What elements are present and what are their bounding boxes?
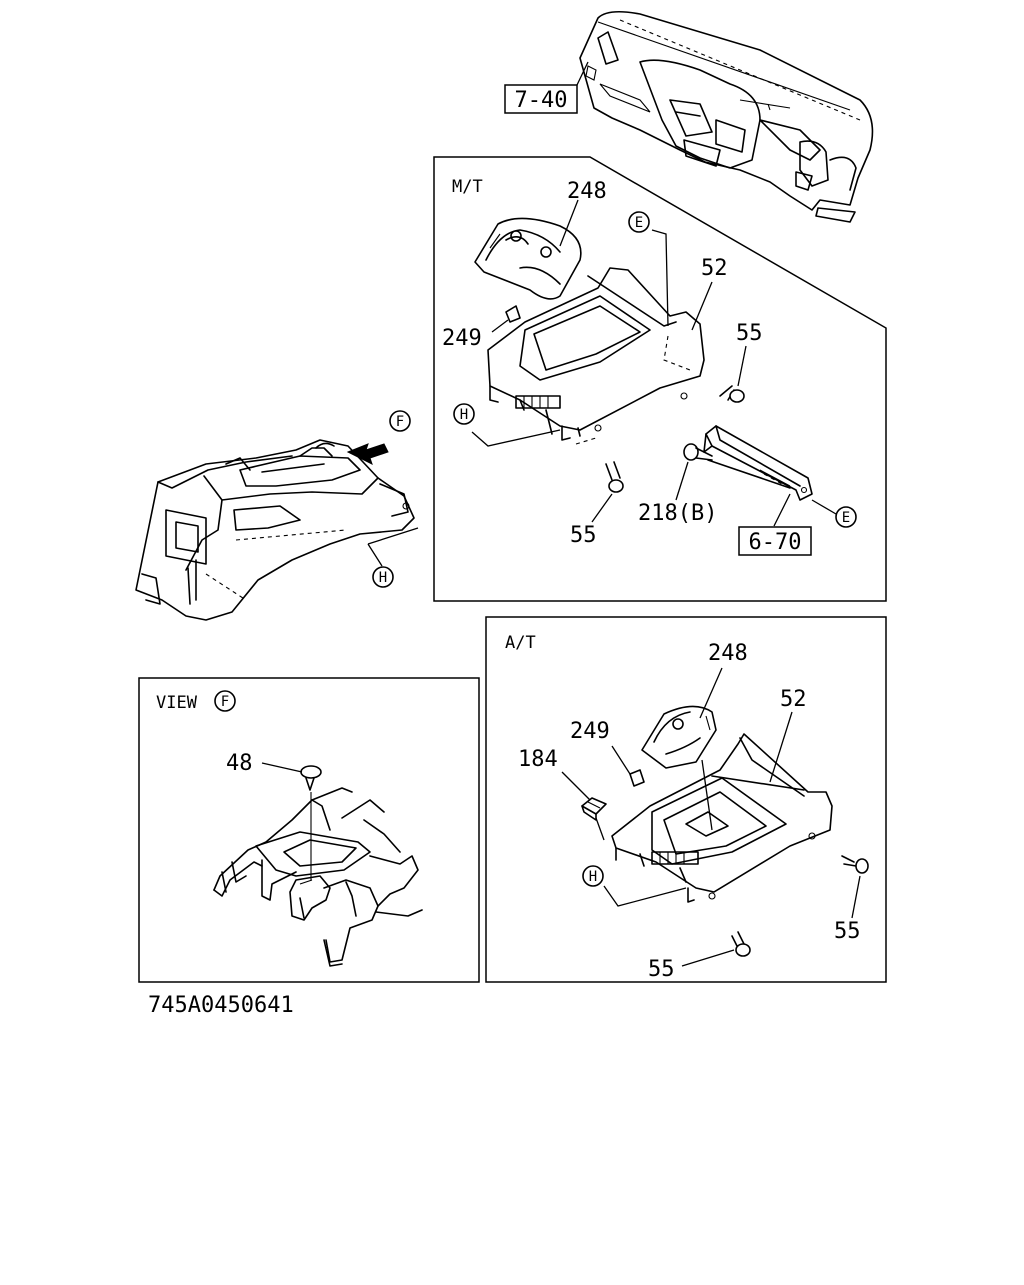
at-console: [611, 733, 833, 903]
view-callout-48: 48: [226, 751, 253, 776]
at-callout-55-right: 55: [834, 919, 861, 944]
ref-box-7-40-label: 7-40: [515, 88, 568, 113]
mt-callout-218b: 218(B): [638, 501, 717, 526]
mt-callout-249: 249: [442, 326, 482, 351]
mt-callout-52: 52: [701, 256, 728, 281]
at-callout-52: 52: [780, 687, 807, 712]
ref-box-6-70-label: 6-70: [749, 530, 802, 555]
main-marker-f: [389, 410, 411, 432]
mt-callout-248: 248: [567, 179, 607, 204]
mt-callout-55-bottom: 55: [570, 523, 597, 548]
mt-marker-e-bottom: [835, 506, 857, 528]
main-direction-arrow: [346, 443, 389, 465]
at-clip-184: [581, 797, 607, 821]
view-marker-f-label: F: [221, 694, 229, 710]
mt-panel-title: M/T: [452, 177, 483, 197]
at-screw-55-right: [841, 855, 869, 874]
main-console-drawing: [135, 439, 415, 621]
at-marker-h-label: H: [589, 869, 597, 885]
at-screw-55-bottom: [731, 931, 751, 957]
mt-screw-55-right: [719, 385, 745, 403]
at-callout-248: 248: [708, 641, 748, 666]
mt-panel-frame: [433, 156, 887, 602]
main-marker-h: [372, 566, 394, 588]
at-callout-55-bottom: 55: [648, 957, 675, 982]
ref-box-6-70: [738, 526, 812, 556]
mt-bracket: [703, 425, 813, 501]
mt-callout-55-right: 55: [736, 321, 763, 346]
view-panel-frame: [138, 677, 480, 983]
view-marker-f: [214, 690, 236, 712]
mt-marker-e-top: [628, 211, 650, 233]
ref-box-7-40: [504, 84, 578, 114]
mt-marker-e-top-label: E: [635, 215, 643, 231]
at-marker-h: [582, 865, 604, 887]
mt-marker-h: [453, 403, 475, 425]
at-panel-title: A/T: [505, 633, 536, 653]
mt-shift-boot: [474, 217, 582, 300]
mt-marker-h-label: H: [460, 407, 468, 423]
main-marker-f-label: F: [396, 414, 404, 430]
mt-console: [487, 267, 705, 445]
at-callout-249: 249: [570, 719, 610, 744]
at-panel-frame: [485, 616, 887, 983]
mt-screw-55-bottom: [605, 461, 624, 493]
at-shift-boot: [641, 705, 717, 769]
mt-bolt-218b: [683, 443, 713, 461]
at-callout-184: 184: [518, 747, 558, 772]
view-clip-48: [300, 765, 322, 880]
view-panel-title: VIEW: [156, 693, 198, 713]
mt-marker-e-bottom-label: E: [842, 510, 850, 526]
main-marker-h-label: H: [379, 570, 387, 586]
drawing-code: 745A0450641: [148, 993, 294, 1018]
dashboard-drawing: [579, 10, 874, 223]
view-console-drawing: [213, 787, 423, 967]
